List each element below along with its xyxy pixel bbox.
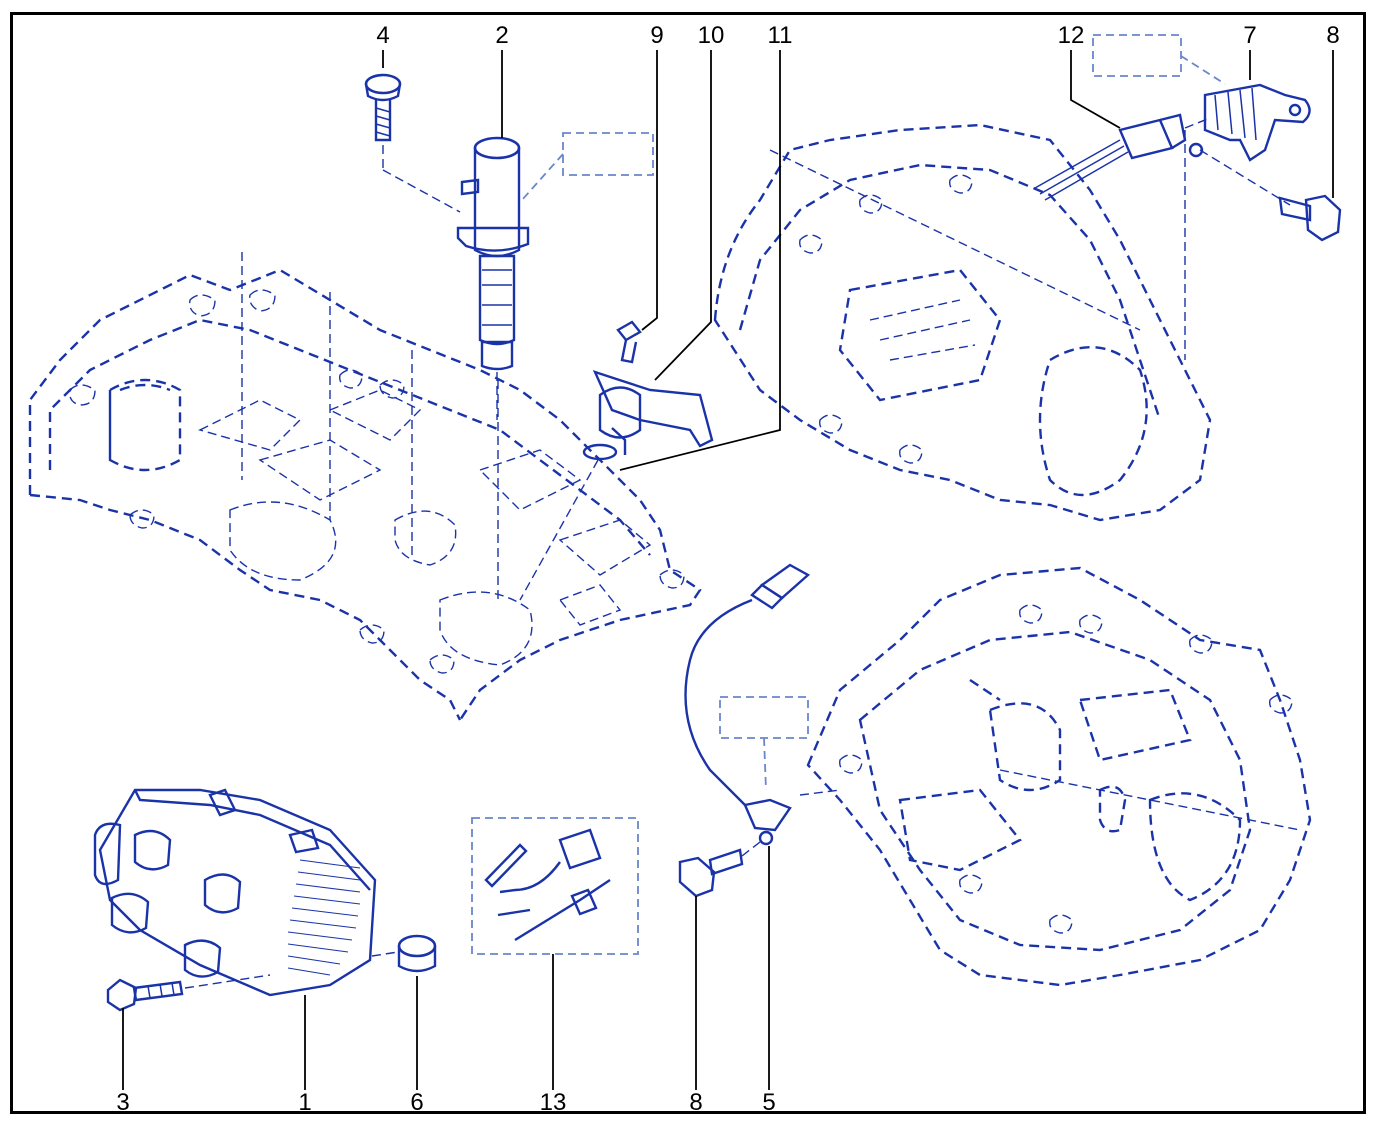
- camshaft-sensor: [582, 370, 714, 461]
- callout-12: 12: [1057, 22, 1085, 49]
- repair-kit: [471, 817, 639, 955]
- diagram-frame: [10, 12, 1366, 1114]
- callout-2: 2: [495, 22, 509, 49]
- reference-box-speed-sensor: [719, 696, 809, 739]
- gearbox-lower-outline: [799, 566, 1312, 987]
- callout-8-bottom: 8: [689, 1089, 703, 1116]
- callout-6: 6: [410, 1089, 424, 1116]
- callout-1: 1: [298, 1089, 312, 1116]
- bolt-coil: [106, 974, 271, 1012]
- ignition-coil-pencil: [456, 136, 530, 420]
- callout-4: 4: [376, 22, 390, 49]
- bolt-hex-top: [1199, 149, 1342, 242]
- callout-11: 11: [767, 22, 793, 49]
- screw-torx: [364, 73, 461, 213]
- gearbox-upper-outline: [713, 123, 1212, 522]
- callout-13: 13: [539, 1089, 567, 1116]
- grommet: [371, 934, 437, 973]
- callout-3: 3: [116, 1089, 130, 1116]
- callout-10: 10: [697, 22, 725, 49]
- callout-9: 9: [650, 22, 664, 49]
- callout-5: 5: [762, 1089, 776, 1116]
- sensor-bolt: [616, 320, 642, 364]
- callout-8-top: 8: [1326, 22, 1340, 49]
- wire-connector: [1034, 113, 1211, 201]
- callout-7: 7: [1243, 22, 1257, 49]
- bolt-hex-bottom: [678, 841, 761, 898]
- speed-sensor-with-cable: [684, 563, 811, 846]
- cylinder-head-outline: [28, 252, 702, 721]
- reference-box-sensor: [1092, 34, 1182, 77]
- leader-lines: [122, 50, 1334, 1090]
- crankshaft-sensor-top: [1188, 83, 1311, 162]
- ignition-coil-pack: [93, 788, 377, 997]
- reference-box-coil: [562, 132, 654, 176]
- coil-hatching: [287, 859, 361, 976]
